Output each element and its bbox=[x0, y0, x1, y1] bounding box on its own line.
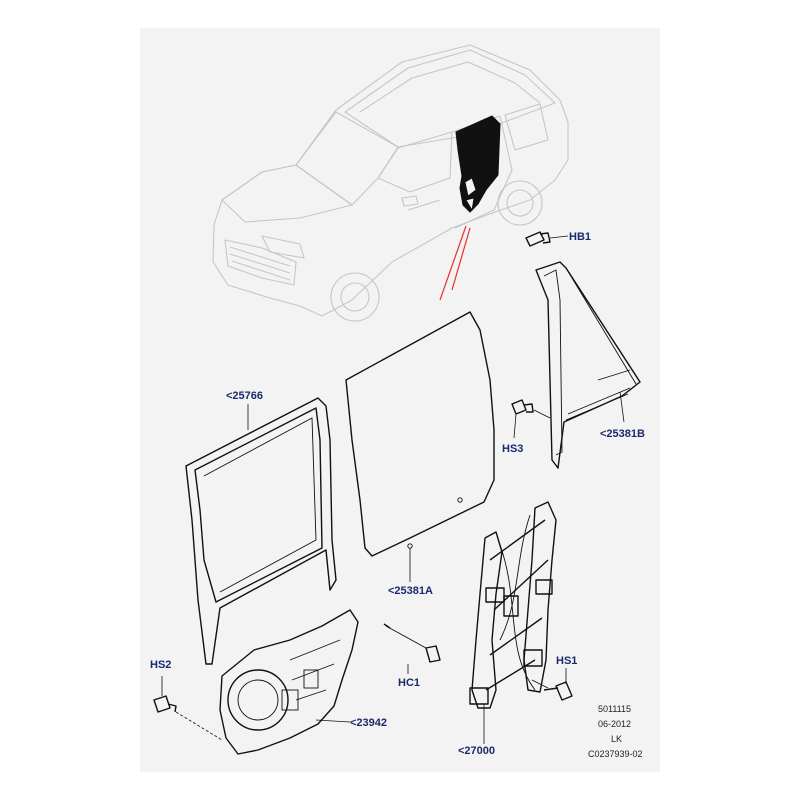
callout-hs3: HS3 bbox=[502, 443, 523, 455]
leader-hs3 bbox=[513, 413, 517, 439]
callout-hs2: HS2 bbox=[150, 659, 171, 671]
bolt-hb1-icon bbox=[525, 231, 551, 247]
highlighted-door-glass bbox=[455, 115, 501, 213]
rear-quarter-glass bbox=[535, 261, 641, 469]
vehicle-outline bbox=[212, 44, 569, 322]
bolt-hs1-icon bbox=[543, 681, 573, 701]
footer-line-2: 06-2012 bbox=[598, 719, 631, 729]
door-module-panel bbox=[219, 609, 359, 755]
leader-hb1 bbox=[549, 235, 569, 239]
screw-hs3-icon bbox=[511, 399, 534, 415]
callout-hb1: HB1 bbox=[569, 231, 591, 243]
door-glass bbox=[345, 311, 495, 557]
leader-hs1-part bbox=[531, 679, 549, 689]
screw-hs2-icon bbox=[153, 695, 177, 713]
diagram-panel bbox=[140, 28, 660, 772]
leader-25381b bbox=[619, 391, 625, 423]
callout-25381b: <25381B bbox=[600, 428, 645, 440]
highlight-leader-lines bbox=[439, 225, 471, 301]
footer-line-1: 5011115 bbox=[598, 704, 631, 714]
glass-run-channel bbox=[185, 397, 337, 665]
cable-clip-hc1-icon bbox=[383, 623, 441, 663]
callout-23942: <23942 bbox=[350, 717, 387, 729]
leader-hs3-part bbox=[533, 409, 551, 419]
callout-hs1: HS1 bbox=[556, 655, 577, 667]
leader-hs2-part bbox=[175, 711, 223, 741]
callout-27000: <27000 bbox=[458, 745, 495, 757]
door-glass-inner-detail bbox=[464, 177, 477, 212]
footer-line-4: C0237939-02 bbox=[588, 749, 643, 759]
callout-25766: <25766 bbox=[226, 390, 263, 402]
window-regulator bbox=[469, 501, 557, 709]
callout-25381a: <25381A bbox=[388, 585, 433, 597]
footer-line-3: LK bbox=[611, 734, 622, 744]
callout-hc1: HC1 bbox=[398, 677, 420, 689]
leader-23942 bbox=[315, 719, 351, 723]
